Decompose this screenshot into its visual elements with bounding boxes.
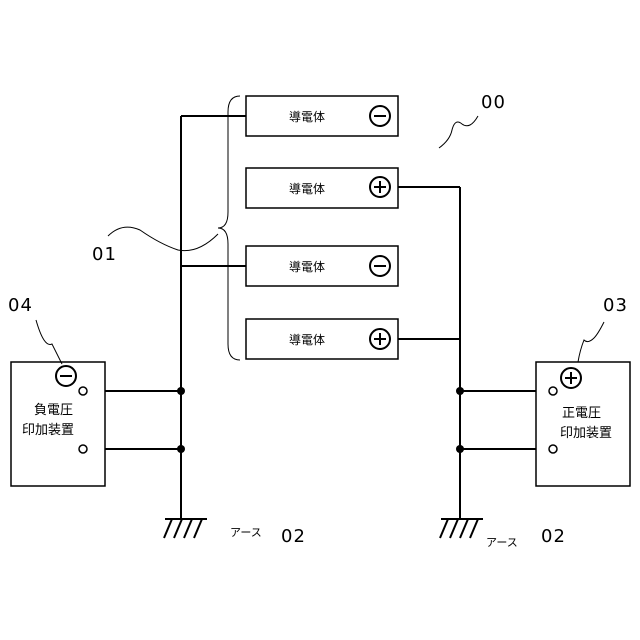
- ref-device: 00: [481, 92, 506, 113]
- ref-earth-left: 02: [281, 526, 306, 547]
- conductor-2: 導電体: [246, 168, 398, 208]
- left-junction-top: [177, 387, 185, 395]
- right-junction-bottom: [456, 445, 464, 453]
- conductor-3-label: 導電体: [289, 260, 325, 274]
- conductor-group-brace: [218, 96, 240, 360]
- leader-negative-supply: [36, 320, 62, 364]
- ref-negative-supply: 04: [8, 295, 33, 316]
- positive-voltage-supply: 正電圧 印加装置: [536, 362, 630, 486]
- positive-supply-terminal-2: [549, 445, 557, 453]
- conductor-1: 導電体: [246, 96, 398, 136]
- right-junction-top: [456, 387, 464, 395]
- conductor-1-label: 導電体: [289, 110, 325, 124]
- ref-conductor-group: 01: [92, 244, 117, 265]
- positive-supply-line2: 印加装置: [560, 426, 612, 441]
- negative-supply-terminal-2: [79, 445, 87, 453]
- negative-supply-line1: 負電圧: [34, 403, 73, 418]
- negative-voltage-supply: 負電圧 印加装置: [11, 362, 105, 486]
- positive-supply-line1: 正電圧: [562, 406, 601, 421]
- conductor-4-label: 導電体: [289, 333, 325, 347]
- ref-earth-right: 02: [541, 526, 566, 547]
- earth-right-icon: [440, 519, 483, 538]
- positive-supply-terminal-1: [549, 387, 557, 395]
- conductor-4: 導電体: [246, 319, 398, 359]
- negative-supply-terminal-1: [79, 387, 87, 395]
- left-junction-bottom: [177, 445, 185, 453]
- earth-left-label: アース: [230, 526, 262, 539]
- earth-right-label: アース: [486, 536, 518, 549]
- conductor-2-label: 導電体: [289, 182, 325, 196]
- leader-positive-supply: [578, 322, 604, 362]
- leader-conductor-group: [108, 227, 218, 251]
- conductor-3: 導電体: [246, 246, 398, 286]
- leader-device: [439, 116, 478, 148]
- ref-positive-supply: 03: [603, 295, 628, 316]
- earth-left-icon: [164, 519, 207, 538]
- negative-supply-line2: 印加装置: [22, 423, 74, 438]
